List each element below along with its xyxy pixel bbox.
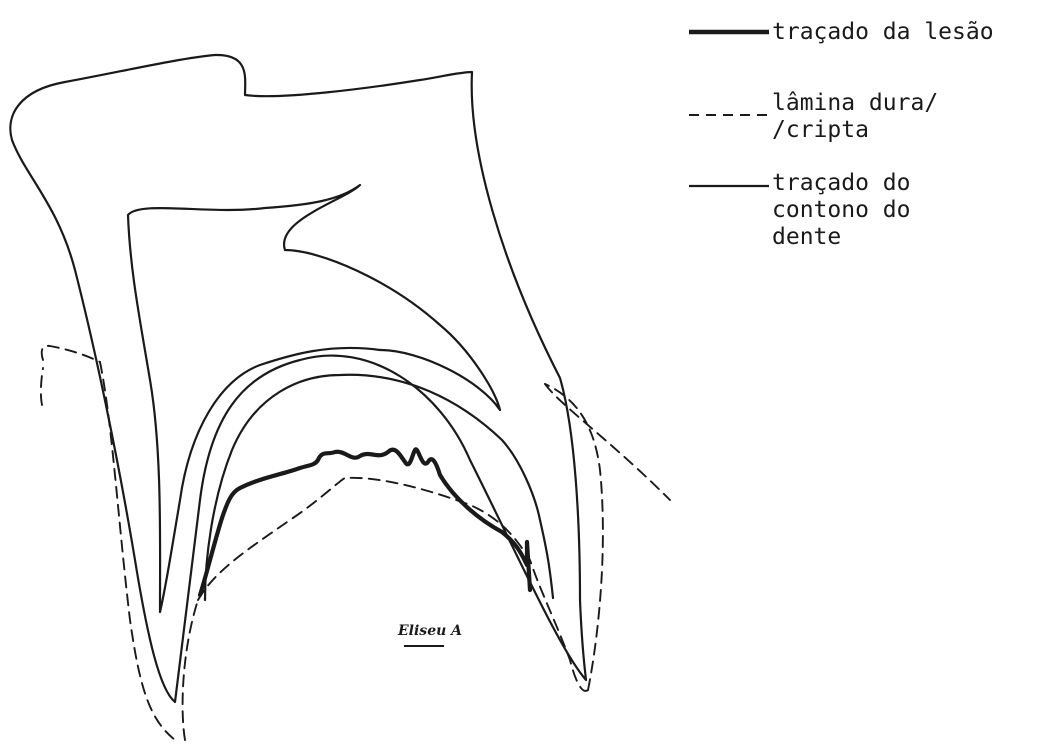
lamina-dura-crypt-mesial-left [42, 346, 100, 362]
legend-item-lamina-dura: lâmina dura/ /cripta [688, 90, 938, 144]
tooth-outer-contour [10, 55, 586, 702]
signature-underline [404, 645, 444, 647]
legend-label-lesion-trace: traçado da lesão [772, 19, 994, 46]
legend-item-tooth-contour: traçado do contono do dente [688, 170, 910, 251]
artist-signature: Eliseu A [398, 623, 462, 639]
lamina-dura-crypt-distal-outer [545, 384, 670, 500]
legend-label-lamina-dura: lâmina dura/ /cripta [772, 90, 938, 144]
legend-swatch-thin-line [688, 170, 770, 190]
legend-label-tooth-contour: traçado do contono do dente [772, 170, 910, 251]
legend-item-lesion-trace: traçado da lesão [688, 19, 994, 46]
legend-swatch-dashed-line [688, 102, 770, 122]
lesion-trace [200, 449, 530, 595]
inner-contour-line [205, 375, 553, 600]
lamina-dura-crypt-distal [545, 384, 603, 690]
lamina-dura-crypt-left-fragment [41, 368, 43, 405]
legend-swatch-thick-line [688, 19, 770, 39]
